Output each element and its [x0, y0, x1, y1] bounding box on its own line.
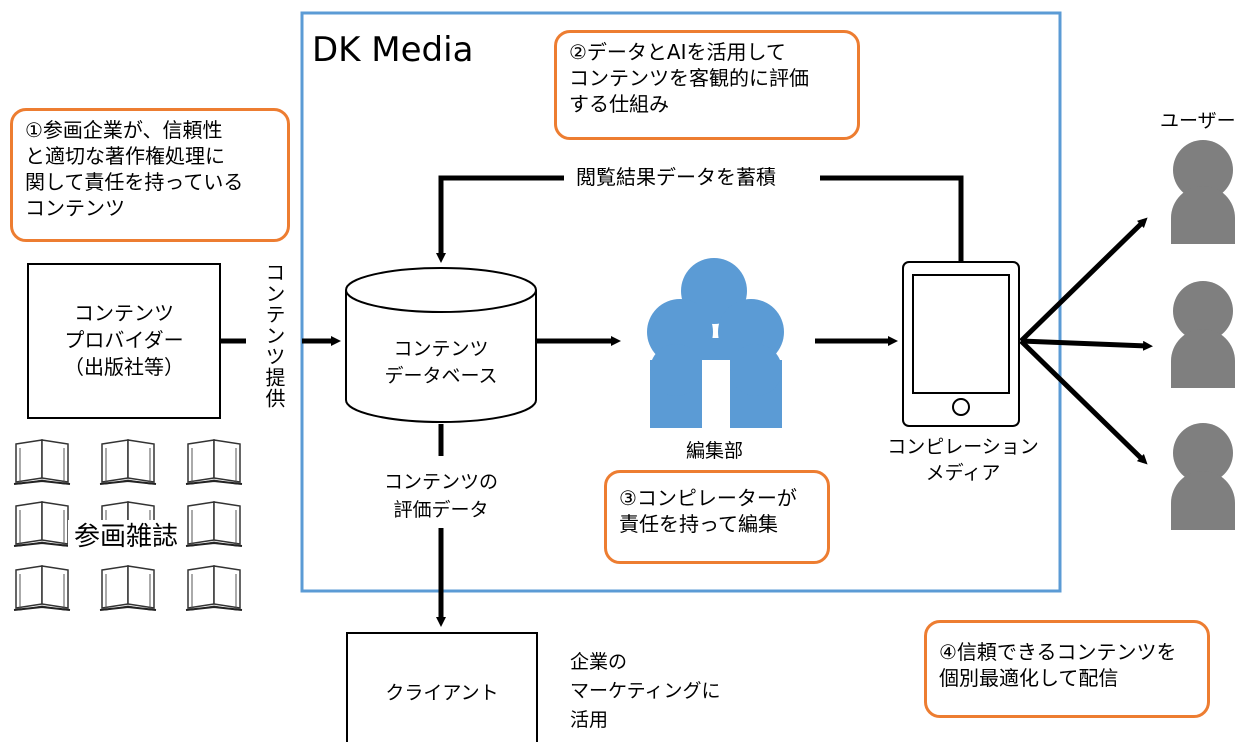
- compilation-media-label: コンピレーション メディア: [887, 436, 1039, 484]
- magazines-label: 参画雑誌: [68, 520, 185, 554]
- dk-media-title: DK Media: [312, 30, 474, 70]
- evaluation-data-label: コンテンツの 評価データ: [366, 468, 516, 524]
- arrow-feedback: [820, 175, 964, 262]
- content-provision-label: コンテンツ提供: [262, 262, 286, 409]
- users-label: ユーザー: [1160, 110, 1236, 132]
- client-marketing-label: 企業の マーケティングに 活用: [570, 651, 721, 731]
- client-box: [346, 632, 538, 742]
- note-3-compiler-editing: ③コンピレーターが 責任を持って編集: [604, 470, 830, 564]
- editorial-label: 編集部: [686, 440, 744, 462]
- provider-box: [27, 263, 221, 419]
- arrow-to-user-2: [1020, 338, 1153, 351]
- provider-label: コンテンツ プロバイダー （出版社等）: [64, 301, 184, 379]
- client-label: クライアント: [385, 682, 499, 704]
- arrow-to-user-1: [1019, 217, 1148, 343]
- note-4-personalized-delivery: ④信頼できるコンテンツを 個別最適化して配信: [924, 620, 1210, 718]
- database-label: コンテンツ データベース: [384, 338, 498, 387]
- editorial-team-icon: [647, 258, 784, 428]
- note-2-data-ai-evaluation: ②データとAIを活用して コンテンツを客観的に評価 する仕組み: [554, 30, 860, 140]
- database-cylinder: [345, 267, 537, 423]
- feedback-label: 閲覧結果データを蓄積: [576, 165, 776, 189]
- tablet-icon: [902, 261, 1020, 427]
- user-icon-2: [1171, 281, 1235, 388]
- arrow-to-user-3: [1019, 339, 1148, 465]
- user-icon-3: [1171, 423, 1235, 530]
- note-1-trusted-content: ①参画企業が、信頼性 と適切な著作権処理に 関して責任を持っている コンテンツ: [10, 108, 290, 242]
- user-icon-1: [1171, 140, 1235, 244]
